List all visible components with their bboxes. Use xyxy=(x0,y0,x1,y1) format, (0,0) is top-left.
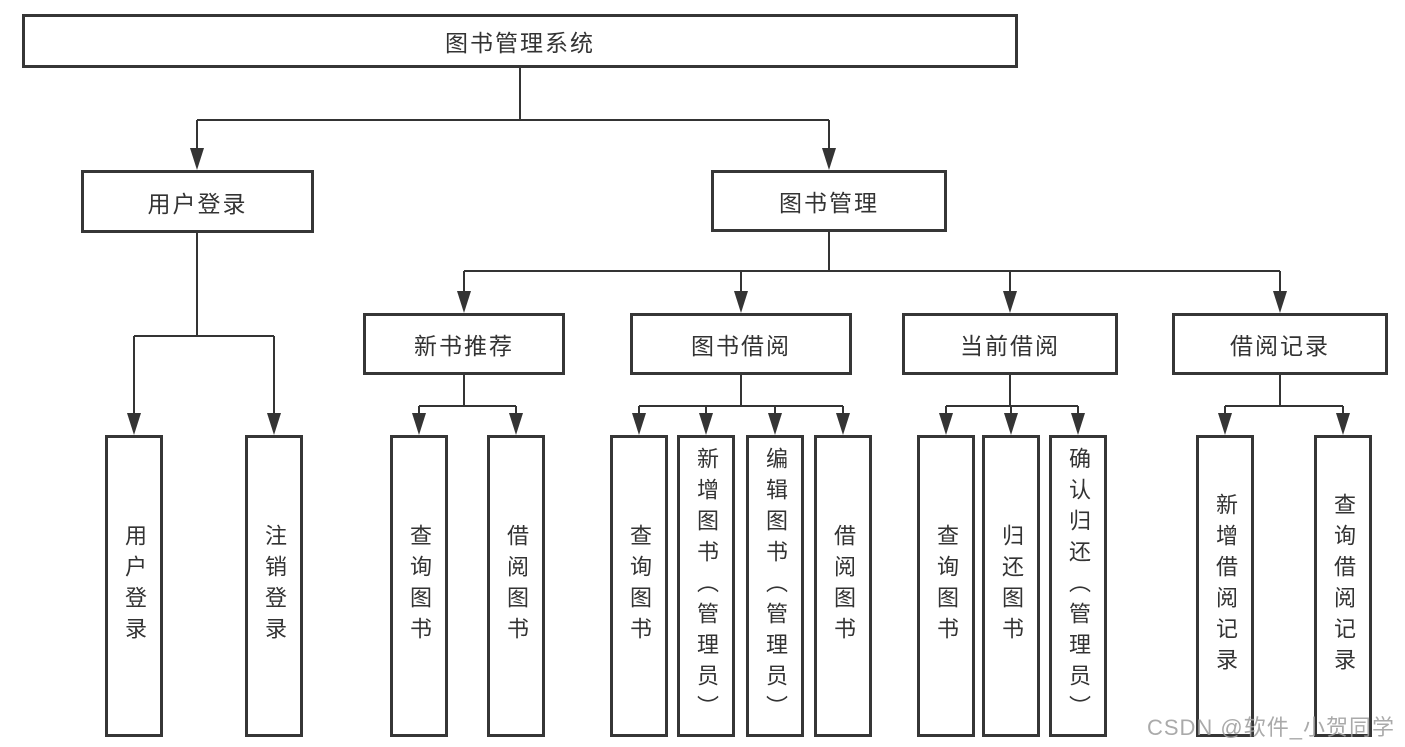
leaf-return-books: 归还图书 xyxy=(982,435,1040,737)
node-label: 注销登录 xyxy=(262,524,287,648)
leaf-query-books-borrow: 查询图书 xyxy=(610,435,668,737)
node-label: 新增图书（管理员） xyxy=(694,446,719,726)
leaf-borrow-books-borrow: 借阅图书 xyxy=(814,435,872,737)
node-library-management-system: 图书管理系统 xyxy=(22,14,1018,68)
node-user-login: 用户登录 xyxy=(81,170,314,233)
node-label: 借阅记录 xyxy=(1230,333,1330,359)
node-label: 查询借阅记录 xyxy=(1331,493,1356,679)
leaf-user-login: 用户登录 xyxy=(105,435,163,737)
leaf-edit-book-admin: 编辑图书（管理员） xyxy=(746,435,804,737)
arrowheads xyxy=(127,148,1350,435)
csdn-watermark: CSDN @软件_小贺同学 xyxy=(1146,715,1395,740)
node-book-borrow: 图书借阅 xyxy=(630,313,852,375)
node-label: 查询图书 xyxy=(934,524,959,648)
leaf-query-books-current: 查询图书 xyxy=(917,435,975,737)
node-label: 用户登录 xyxy=(147,190,248,217)
node-label: 归还图书 xyxy=(999,524,1024,648)
node-label: 新增借阅记录 xyxy=(1213,493,1238,679)
node-label: 借阅图书 xyxy=(504,524,529,648)
node-label: 图书借阅 xyxy=(691,333,791,359)
leaf-confirm-return-admin: 确认归还（管理员） xyxy=(1049,435,1107,737)
node-label: 当前借阅 xyxy=(960,333,1060,359)
node-label: 确认归还（管理员） xyxy=(1066,446,1091,726)
node-new-book-recommend: 新书推荐 xyxy=(363,313,565,375)
node-label: 用户登录 xyxy=(122,524,147,648)
node-label: 图书管理系统 xyxy=(445,30,595,56)
node-label: 编辑图书（管理员） xyxy=(763,446,788,726)
leaf-logout: 注销登录 xyxy=(245,435,303,737)
node-label: 新书推荐 xyxy=(414,333,514,359)
leaf-borrow-books-recommend: 借阅图书 xyxy=(487,435,545,737)
node-borrow-records: 借阅记录 xyxy=(1172,313,1388,375)
node-label: 图书管理 xyxy=(779,190,879,216)
leaf-add-book-admin: 新增图书（管理员） xyxy=(677,435,735,737)
leaf-add-borrow-record: 新增借阅记录 xyxy=(1196,435,1254,737)
node-label: 查询图书 xyxy=(627,524,652,648)
node-label: 借阅图书 xyxy=(831,524,856,648)
node-label: 查询图书 xyxy=(407,524,432,648)
node-book-management: 图书管理 xyxy=(711,170,947,232)
leaf-query-books-recommend: 查询图书 xyxy=(390,435,448,737)
node-current-borrow: 当前借阅 xyxy=(902,313,1118,375)
leaf-query-borrow-record: 查询借阅记录 xyxy=(1314,435,1372,737)
